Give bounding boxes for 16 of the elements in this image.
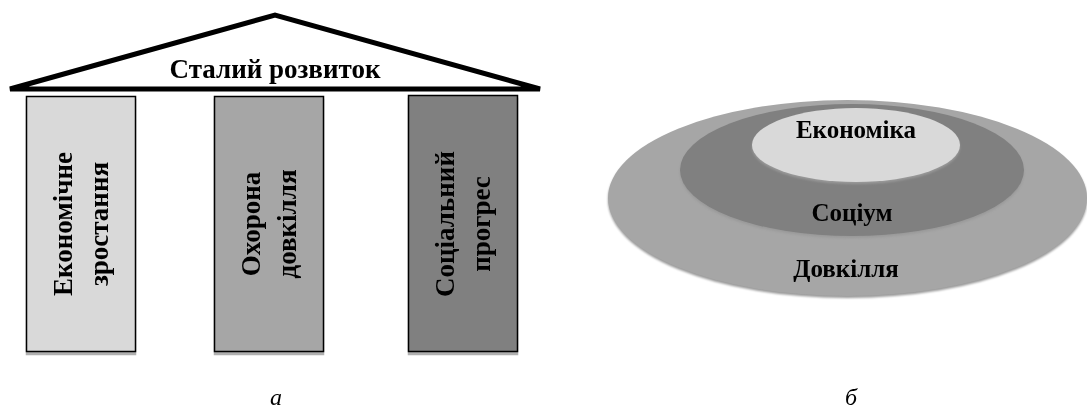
- ellipse-layer: [608, 100, 1087, 296]
- layer-label: Довкілля: [792, 255, 900, 281]
- pillar-box: [26, 96, 136, 352]
- pillar-box: [408, 95, 518, 352]
- pillar-label: Охорона довкілля: [234, 168, 303, 281]
- pillar-label: Економічне зростання: [46, 151, 115, 298]
- panel-letter: а: [270, 384, 282, 411]
- layer-label: Соціум: [810, 199, 894, 225]
- ellipse-layer: [680, 104, 1024, 236]
- ellipse-layer: [752, 108, 960, 182]
- panel-letter: б: [845, 384, 858, 411]
- roof-title: Сталий розвиток: [168, 55, 382, 83]
- layer-label: Економіка: [794, 116, 918, 142]
- pillar-label: Соціальний прогрес: [428, 149, 497, 299]
- pillar-box: [214, 96, 324, 352]
- roof-triangle: [10, 12, 540, 94]
